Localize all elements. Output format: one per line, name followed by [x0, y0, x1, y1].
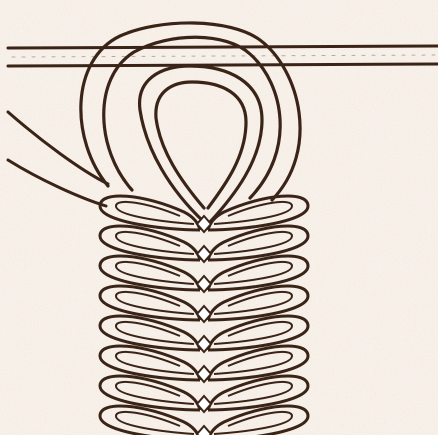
- stitch-illustration: [0, 0, 438, 435]
- stitch-diagram: [0, 0, 438, 435]
